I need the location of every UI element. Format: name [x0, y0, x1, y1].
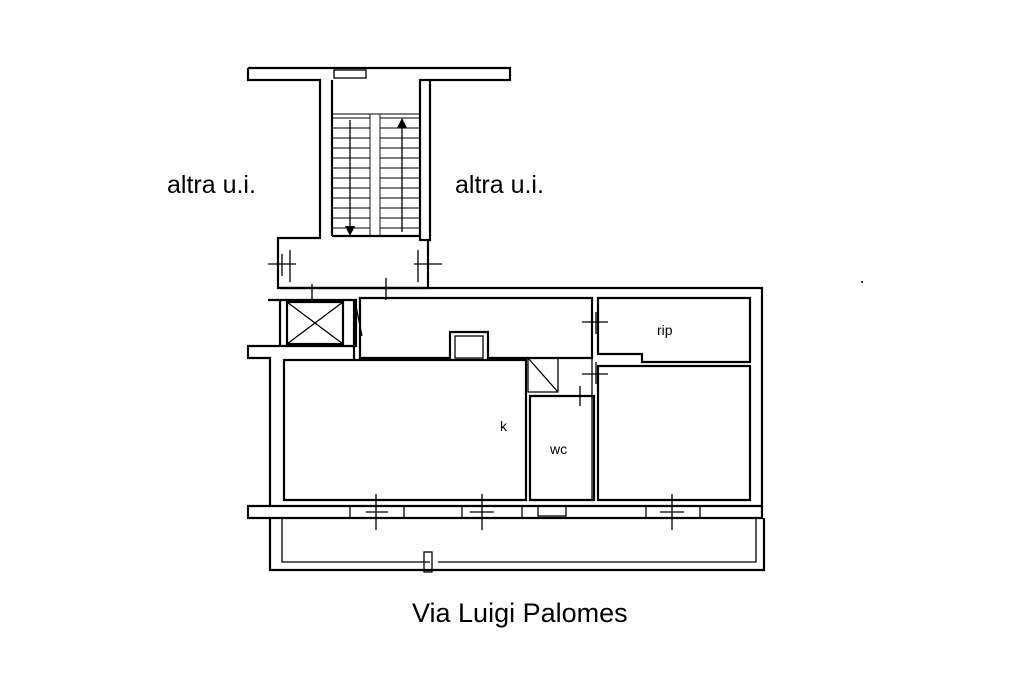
apartment-walls	[246, 286, 764, 520]
stair-arrows	[345, 118, 407, 236]
elevator-shaft	[285, 284, 345, 346]
landing-door-marks	[268, 254, 442, 300]
stray-dot	[861, 281, 863, 283]
street-name: Via Luigi Palomes	[412, 598, 628, 628]
stair-treads	[332, 113, 420, 236]
room-label-k: k	[500, 418, 507, 434]
room-label-wc: wc	[550, 441, 568, 457]
balcony	[268, 518, 766, 573]
right-unit-label: altra u.i.	[455, 171, 544, 199]
left-unit-label: altra u.i.	[167, 171, 256, 199]
opening-marks	[349, 312, 701, 530]
room-label-rip: rip	[657, 322, 673, 338]
